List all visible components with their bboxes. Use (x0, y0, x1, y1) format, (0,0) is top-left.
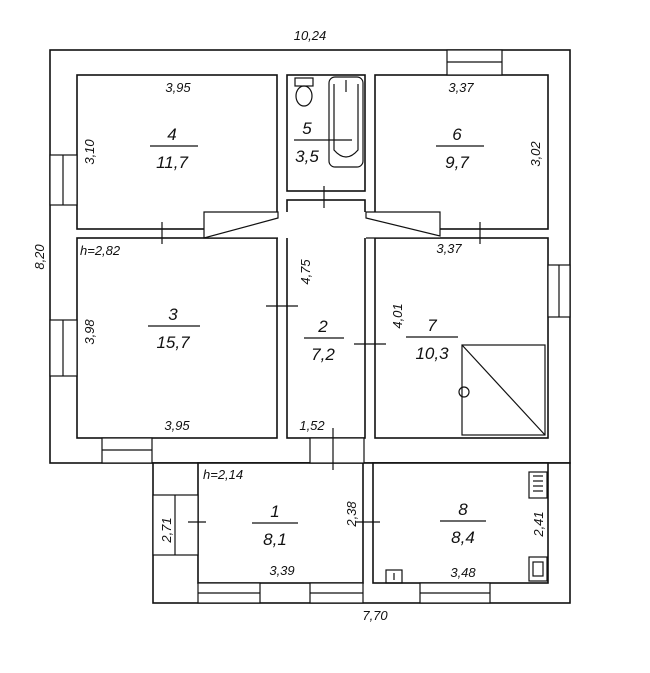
toilet-icon (294, 77, 314, 107)
room-6-number: 6 (452, 125, 462, 144)
room-1-width: 3,39 (269, 563, 294, 578)
room-2-number: 2 (317, 317, 328, 336)
bathtub-icon (328, 76, 364, 168)
overall-width-annex: 7,70 (362, 608, 388, 623)
overall-depth: 8,20 (32, 244, 47, 270)
room-4-height: 3,10 (82, 139, 97, 165)
ceiling-height-main: h=2,82 (80, 243, 121, 258)
room-7-width: 3,37 (436, 241, 462, 256)
room-8-area: 8,4 (451, 528, 475, 547)
shower-cabin-icon (458, 344, 546, 436)
stove-icon (528, 471, 548, 499)
room-3 (76, 237, 278, 439)
room-4-area: 11,7 (156, 153, 188, 172)
room-7-area: 10,3 (415, 344, 449, 363)
room-5-number: 5 (302, 119, 312, 138)
room-4 (76, 74, 278, 230)
heater-icon (385, 569, 403, 584)
corridor-length: 4,75 (298, 259, 313, 285)
room-1-area: 8,1 (263, 530, 287, 549)
room-3-width: 3,95 (164, 418, 190, 433)
room-4-width: 3,95 (165, 80, 191, 95)
room-3-area: 15,7 (156, 333, 190, 352)
room-3-number: 3 (168, 305, 178, 324)
room-2 (286, 199, 366, 439)
room-6-area: 9,7 (445, 153, 469, 172)
door-room6 (365, 211, 441, 237)
corridor-width: 1,52 (299, 418, 325, 433)
room-8-height: 2,41 (531, 511, 546, 537)
sink-icon (528, 556, 548, 582)
room-6 (374, 74, 549, 230)
overall-width-main: 10,24 (294, 28, 327, 43)
room-3-height: 3,98 (82, 319, 97, 345)
room-5 (286, 74, 366, 192)
room-6-height: 3,02 (528, 141, 543, 167)
room-8-width: 3,48 (450, 565, 476, 580)
room-2-area: 7,2 (311, 345, 335, 364)
door-room4 (203, 211, 279, 239)
room-7-height: 4,01 (390, 303, 405, 328)
room-8-number: 8 (458, 500, 468, 519)
room-7-number: 7 (427, 316, 437, 335)
room-6-width: 3,37 (448, 80, 474, 95)
room-1-height: 2,71 (159, 517, 174, 543)
passage-room6 (364, 212, 440, 238)
entry-opening (309, 437, 365, 464)
room-5-area: 3,5 (295, 147, 319, 166)
room-1-number: 1 (270, 502, 279, 521)
ceiling-height-annex: h=2,14 (203, 467, 243, 482)
room-4-number: 4 (167, 125, 176, 144)
room-1-room-8-wall: 2,38 (344, 501, 359, 528)
